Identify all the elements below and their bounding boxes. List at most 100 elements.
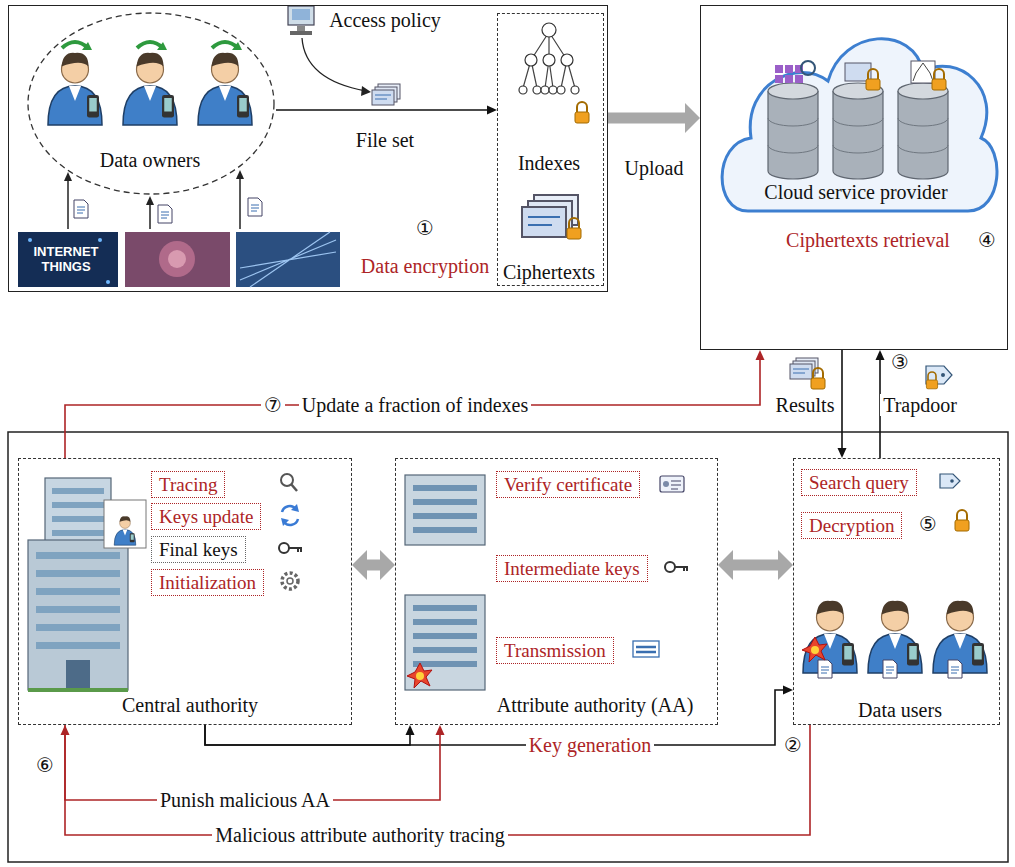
illustration-layer bbox=[549, 86, 557, 94]
illustration-layer bbox=[158, 205, 172, 223]
illustration-layer bbox=[941, 373, 945, 377]
dashed-group: IndexesCiphertexts bbox=[497, 13, 604, 286]
illustration-layer bbox=[82, 42, 92, 50]
illustration-layer bbox=[52, 516, 104, 522]
illustration-layer bbox=[198, 53, 252, 125]
illustration-layer bbox=[671, 481, 681, 489]
illustration-layer bbox=[137, 42, 163, 48]
dashed-group: Central authorityTracingKeys updateFinal… bbox=[18, 458, 352, 725]
illustration-layer bbox=[82, 42, 242, 50]
illustration-layer bbox=[248, 198, 262, 216]
arrow-head bbox=[61, 725, 70, 735]
node-label: Verify certificate bbox=[504, 473, 632, 496]
illustration-layer bbox=[98, 238, 102, 242]
illustration-layer bbox=[123, 53, 177, 125]
illustration-layer bbox=[413, 605, 477, 611]
connector bbox=[205, 686, 793, 746]
illustration-layer bbox=[811, 368, 825, 389]
illustration-layer bbox=[542, 23, 556, 37]
node-label: Search query bbox=[809, 471, 909, 494]
cloud-outline bbox=[768, 91, 818, 179]
cloud-outline bbox=[898, 118, 948, 153]
illustration-layer bbox=[66, 660, 90, 690]
function-box: Keys update bbox=[151, 503, 261, 530]
cloud-outline bbox=[768, 118, 818, 153]
node-label: Keys update bbox=[159, 505, 253, 528]
edge-label: Update a fraction of indexes bbox=[299, 394, 532, 416]
illustration-layer bbox=[36, 624, 120, 631]
cloud-outline bbox=[785, 65, 793, 73]
illustration-layer bbox=[149, 202, 151, 229]
illustration-layer bbox=[36, 642, 120, 649]
node-label: Tracing bbox=[159, 473, 217, 496]
illustration-layer bbox=[68, 176, 240, 229]
edge-label: File set bbox=[353, 129, 417, 151]
illustration-layer bbox=[413, 499, 477, 505]
illustration-layer bbox=[405, 475, 485, 545]
cloud-outline bbox=[775, 65, 783, 73]
illustration-layer bbox=[523, 32, 575, 88]
illustration-layer bbox=[405, 595, 485, 690]
arrow-head bbox=[778, 550, 793, 580]
node-label: Central authority bbox=[122, 694, 258, 716]
illustration-layer bbox=[525, 54, 537, 66]
cloud-shape: Cloud service provider bbox=[713, 13, 1001, 216]
illustration-layer bbox=[104, 500, 146, 548]
connector-line bbox=[65, 358, 760, 458]
node-label: Decryption bbox=[809, 514, 894, 537]
illustration-layer bbox=[636, 647, 656, 652]
illustration-layer bbox=[292, 9, 310, 20]
function-box: Transmission bbox=[496, 637, 614, 664]
illustration-layer bbox=[45, 478, 111, 542]
cloud-outline bbox=[833, 91, 883, 179]
illustration-layer bbox=[36, 606, 120, 613]
connector-line bbox=[276, 109, 489, 111]
callout-number: ⑦ bbox=[261, 394, 285, 416]
illustration-layer bbox=[660, 476, 684, 492]
block-arrow bbox=[352, 550, 395, 580]
illustration-layer bbox=[413, 633, 477, 639]
dashed-group: Attribute authority (AA)Verify certifica… bbox=[395, 458, 718, 725]
node-label: Data encryption bbox=[361, 255, 489, 277]
edge-label: Key generation bbox=[526, 734, 655, 756]
ellipse-outline bbox=[28, 13, 274, 194]
arrow-head bbox=[685, 103, 700, 133]
illustration-layer bbox=[28, 238, 32, 242]
arrow-head bbox=[352, 550, 367, 580]
illustration-layer bbox=[413, 661, 477, 667]
illustration-layer bbox=[413, 513, 477, 519]
arrow-head bbox=[718, 550, 733, 580]
function-box: Initialization bbox=[151, 569, 264, 596]
illustration-layer bbox=[413, 527, 477, 533]
cloud-outline bbox=[775, 65, 803, 83]
illustration-layer bbox=[297, 26, 305, 31]
illustration-layer bbox=[372, 84, 400, 105]
illustration-layer bbox=[802, 637, 827, 662]
illustration-layer bbox=[571, 86, 579, 94]
illustration-layer bbox=[36, 552, 120, 559]
function-box: Tracing bbox=[151, 471, 225, 498]
connector bbox=[276, 106, 497, 115]
arrow-head bbox=[876, 350, 885, 360]
callout-number: ⑤ bbox=[919, 513, 937, 535]
edge-label: Punish malicious AA bbox=[157, 789, 333, 811]
illustration-layer bbox=[157, 42, 167, 50]
node-label: Data owners bbox=[100, 149, 201, 171]
illustration-layer bbox=[159, 241, 195, 277]
illustration-layer bbox=[64, 170, 244, 205]
connector bbox=[205, 725, 415, 745]
illustration-layer bbox=[64, 172, 72, 181]
connector bbox=[838, 350, 847, 458]
illustration-layer bbox=[575, 102, 589, 123]
edge-label: Trapdoor bbox=[880, 394, 960, 416]
illustration-layer bbox=[18, 232, 118, 287]
cloud-outline bbox=[722, 39, 997, 211]
illustration-layer bbox=[212, 42, 238, 48]
connector-line bbox=[205, 690, 785, 745]
connector-line bbox=[608, 113, 688, 124]
block-arrow bbox=[718, 550, 793, 580]
illustration-layer bbox=[948, 660, 962, 678]
illustration-layer bbox=[413, 619, 477, 625]
illustration-layer bbox=[146, 196, 154, 205]
